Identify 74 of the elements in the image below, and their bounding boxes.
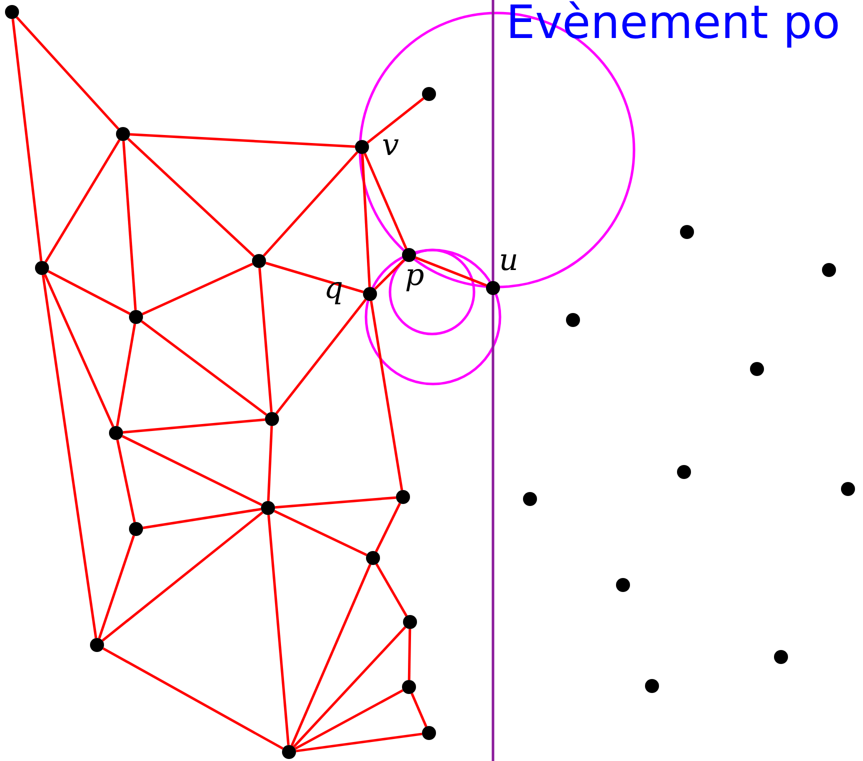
triangle-edge	[122, 434, 262, 506]
triangle-edge	[102, 647, 284, 750]
point-dot	[422, 726, 436, 740]
point-dot	[566, 313, 580, 327]
triangle-edge	[296, 732, 422, 752]
triangle-edge	[12, 18, 42, 262]
point-dot	[363, 287, 377, 301]
point-dot	[35, 261, 49, 275]
triangle-edge	[275, 298, 367, 414]
point-dot	[680, 225, 694, 239]
triangle-edge	[44, 139, 120, 263]
triangle-edge	[262, 151, 358, 257]
point-dot	[355, 140, 369, 154]
triangle-edge	[274, 496, 396, 509]
point-dot	[396, 490, 410, 504]
triangle-edge	[364, 152, 408, 250]
point-dot	[616, 578, 630, 592]
point-label: u	[499, 246, 518, 276]
triangle-edge	[415, 256, 487, 287]
triangle-edge	[127, 138, 255, 258]
triangle-edge	[410, 692, 428, 728]
triangle-edge	[374, 502, 402, 552]
point-dot	[841, 482, 855, 496]
triangle-edge	[16, 16, 120, 130]
point-dot	[90, 638, 104, 652]
point-dot	[750, 362, 764, 376]
triangle-edge	[274, 510, 368, 556]
triangle-edge	[98, 535, 135, 639]
point-dot	[109, 426, 123, 440]
point-dot	[822, 263, 836, 277]
point-dot	[129, 310, 143, 324]
triangle-edge	[42, 274, 98, 638]
point-dot	[403, 615, 417, 629]
triangle-edge	[267, 426, 273, 502]
point-dot	[252, 254, 266, 268]
triangle-edge	[361, 154, 371, 288]
point-dot	[422, 87, 436, 101]
point-dot	[677, 465, 691, 479]
triangle-edge	[370, 300, 404, 490]
triangle-edge	[116, 440, 136, 522]
point-label: p	[405, 261, 424, 291]
point-dot	[265, 412, 279, 426]
point-dot	[402, 680, 416, 694]
triangle-edge	[142, 262, 254, 316]
triangle-edge	[375, 563, 408, 617]
point-dot	[366, 551, 380, 565]
point-dot	[645, 679, 659, 693]
triangle-edge	[408, 628, 412, 680]
triangle-edge	[122, 140, 137, 310]
point-dot	[523, 492, 537, 506]
triangle-edge	[122, 418, 266, 434]
triangle-edge	[142, 508, 262, 530]
triangle-edge	[292, 626, 406, 748]
triangle-edge	[102, 511, 264, 642]
triangle-edge	[48, 270, 130, 315]
point-dot	[486, 281, 500, 295]
triangle-edge	[130, 133, 356, 148]
point-dot	[5, 5, 19, 19]
point-label: v	[382, 131, 399, 161]
triangle-edge	[44, 274, 114, 428]
triangle-edge	[374, 259, 405, 290]
point-dot	[116, 127, 130, 141]
triangle-edge	[294, 689, 404, 750]
point-dot	[282, 745, 296, 759]
point-dot	[402, 248, 416, 262]
triangle-edge	[267, 514, 290, 746]
point-dot	[774, 650, 788, 664]
triangle-edge	[140, 320, 268, 416]
point-dot	[261, 501, 275, 515]
point-dot	[129, 522, 143, 536]
triangle-edge	[290, 564, 372, 746]
triangle-edge	[258, 268, 273, 412]
triangle-edge	[116, 324, 136, 426]
triangle-edge	[366, 97, 424, 144]
